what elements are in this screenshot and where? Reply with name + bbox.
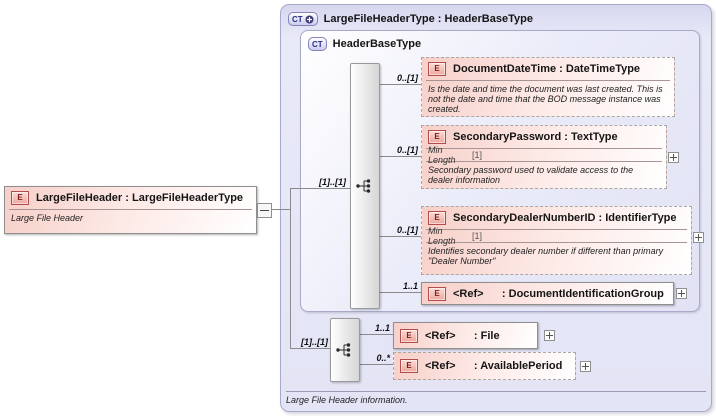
expand-button[interactable] bbox=[668, 152, 679, 163]
sequence-compositor[interactable] bbox=[330, 318, 360, 382]
collapse-button[interactable] bbox=[257, 203, 272, 218]
element-icon: E bbox=[428, 286, 446, 301]
divider bbox=[426, 161, 662, 162]
element-title: <Ref> : AvailablePeriod bbox=[425, 360, 563, 372]
cardinality-label: 1..1 bbox=[402, 281, 418, 291]
element-title: SecondaryPassword : TextType bbox=[453, 131, 618, 143]
cardinality-label: 1..1 bbox=[374, 323, 390, 333]
element-icon: E bbox=[400, 359, 418, 373]
element-title-row: E <Ref> : File bbox=[394, 323, 537, 348]
sequence-icon bbox=[336, 343, 351, 357]
element-title: LargeFileHeader : LargeFileHeaderType bbox=[36, 192, 244, 204]
element-documentdatetime[interactable]: E DocumentDateTime : DateTimeType Is the… bbox=[421, 57, 675, 117]
divider bbox=[426, 148, 662, 149]
element-title: SecondaryDealerNumberID : IdentifierType bbox=[453, 212, 677, 224]
element-annotation: Secondary password used to validate acce… bbox=[428, 165, 634, 185]
element-title: <Ref> : DocumentIdentificationGroup bbox=[453, 287, 664, 300]
element-icon: E bbox=[400, 328, 418, 343]
element-annotation: Identifies secondary dealer number if di… bbox=[428, 246, 664, 266]
expand-button[interactable] bbox=[693, 232, 704, 243]
connector-line bbox=[255, 209, 290, 210]
ct-badge-label: CT bbox=[312, 39, 323, 49]
facet-value: [1] bbox=[472, 150, 483, 160]
inner-type-title: HeaderBaseType bbox=[332, 38, 422, 50]
cardinality-label: [1]..[1] bbox=[319, 177, 346, 187]
element-title-row: E SecondaryDealerNumberID : IdentifierTy… bbox=[422, 207, 691, 229]
facet-value: [1] bbox=[472, 231, 483, 241]
ct-badge-label: CT bbox=[292, 14, 303, 24]
element-annotation: Large File Header bbox=[11, 213, 84, 223]
facet-row: Min Length [1] bbox=[422, 145, 666, 165]
element-icon: E bbox=[11, 191, 29, 205]
facet-name: Min Length bbox=[428, 226, 456, 246]
complex-type-icon: CT bbox=[308, 37, 327, 51]
element-title-row: E SecondaryPassword : TextType bbox=[422, 126, 666, 148]
connector-line bbox=[358, 334, 393, 335]
type-annotation: Large File Header information. bbox=[286, 395, 408, 405]
divider bbox=[286, 391, 706, 392]
element-ref-documentidentificationgroup[interactable]: E <Ref> : DocumentIdentificationGroup bbox=[421, 282, 674, 305]
connector-line bbox=[378, 84, 421, 85]
cardinality-label: 0..[1] bbox=[396, 225, 418, 235]
base-type-header: CT HeaderBaseType bbox=[308, 37, 421, 51]
connector-line bbox=[378, 292, 421, 293]
element-icon: E bbox=[428, 211, 446, 225]
connector-line bbox=[378, 236, 421, 237]
divider bbox=[426, 242, 687, 243]
element-secondarypassword[interactable]: E SecondaryPassword : TextType Min Lengt… bbox=[421, 125, 667, 189]
element-ref-file[interactable]: E <Ref> : File bbox=[393, 322, 538, 349]
divider bbox=[426, 229, 687, 230]
facet-row: Min Length [1] bbox=[422, 226, 691, 246]
expand-button[interactable] bbox=[580, 361, 591, 372]
element-annotation: Is the date and time the document was la… bbox=[428, 84, 663, 114]
sequence-icon bbox=[356, 179, 371, 193]
connector-line bbox=[378, 156, 421, 157]
expand-button[interactable] bbox=[544, 330, 555, 341]
element-ref-availableperiod[interactable]: E <Ref> : AvailablePeriod bbox=[393, 352, 576, 380]
outer-type-title: LargeFileHeaderType : HeaderBaseType bbox=[323, 13, 533, 25]
element-secondarydealernumberid[interactable]: E SecondaryDealerNumberID : IdentifierTy… bbox=[421, 206, 692, 275]
connector-line bbox=[358, 364, 393, 365]
element-title-row: E <Ref> : AvailablePeriod bbox=[394, 353, 575, 379]
extension-plus-icon bbox=[305, 15, 314, 23]
element-title: <Ref> : File bbox=[425, 329, 500, 342]
element-icon: E bbox=[428, 130, 446, 144]
cardinality-label: 0..[1] bbox=[396, 73, 418, 83]
connector-line bbox=[290, 188, 350, 189]
element-title-row: E LargeFileHeader : LargeFileHeaderType bbox=[5, 187, 256, 209]
cardinality-label: [1]..[1] bbox=[301, 337, 328, 347]
element-title: DocumentDateTime : DateTimeType bbox=[453, 63, 641, 75]
connector-trunk-line bbox=[290, 188, 291, 349]
element-icon: E bbox=[428, 62, 446, 76]
divider bbox=[426, 80, 670, 81]
facet-name: Min Length bbox=[428, 145, 456, 165]
connector-line bbox=[290, 348, 330, 349]
cardinality-label: 0..* bbox=[376, 353, 390, 363]
element-largefileheader[interactable]: E LargeFileHeader : LargeFileHeaderType … bbox=[4, 186, 257, 234]
divider bbox=[9, 209, 252, 210]
element-title-row: E DocumentDateTime : DateTimeType bbox=[422, 58, 674, 80]
complex-type-header: CT LargeFileHeaderType : HeaderBaseType bbox=[288, 12, 533, 26]
cardinality-label: 0..[1] bbox=[396, 145, 418, 155]
element-title-row: E <Ref> : DocumentIdentificationGroup bbox=[422, 283, 673, 304]
expand-button[interactable] bbox=[676, 288, 687, 299]
complex-type-extension-icon: CT bbox=[288, 12, 318, 26]
sequence-compositor[interactable] bbox=[350, 63, 380, 309]
